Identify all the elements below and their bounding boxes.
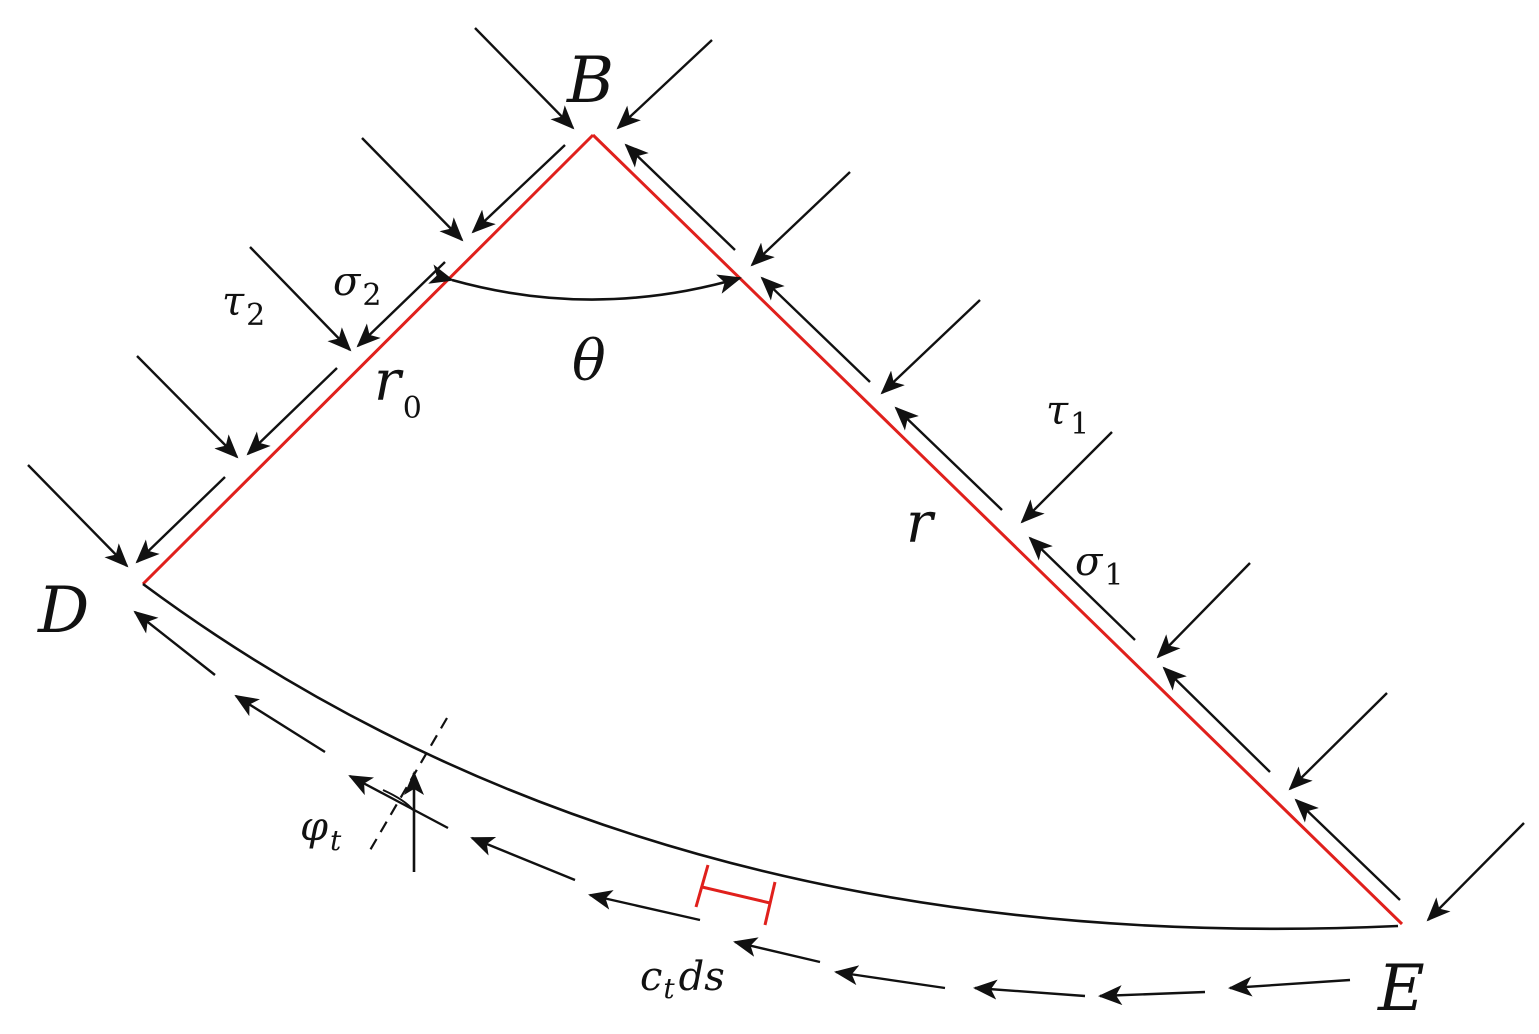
angle-label-theta: θ bbox=[572, 329, 606, 394]
phi-small-arc bbox=[382, 789, 414, 811]
angle-label-phi-t: φt bbox=[300, 804, 342, 857]
point-label-D: D bbox=[37, 574, 89, 648]
theta-arc bbox=[428, 264, 742, 301]
stress-label-sigma2: σ2 bbox=[333, 259, 381, 313]
stress-label-sigma1: σ1 bbox=[1075, 539, 1123, 593]
shear-arrows-right bbox=[624, 143, 1401, 901]
ds-segment bbox=[694, 864, 777, 926]
stress-label-tau2: τ2 bbox=[222, 279, 265, 333]
length-label-r: r bbox=[906, 491, 936, 556]
edge-BD bbox=[141, 133, 595, 586]
phi-dashed-normal bbox=[368, 717, 448, 853]
point-label-B: B bbox=[566, 44, 614, 118]
normal-arrows-right bbox=[616, 39, 1525, 922]
shear-arrows-left bbox=[135, 144, 566, 564]
normal-arrows-left bbox=[27, 27, 575, 568]
length-label-r0: r0 bbox=[374, 349, 422, 426]
edge-BE bbox=[591, 133, 1404, 926]
shear-arrows-arc bbox=[133, 610, 1351, 1006]
point-label-E: E bbox=[1377, 952, 1425, 1026]
stress-label-tau1: τ1 bbox=[1046, 388, 1089, 442]
arc-DE bbox=[142, 582, 1399, 931]
